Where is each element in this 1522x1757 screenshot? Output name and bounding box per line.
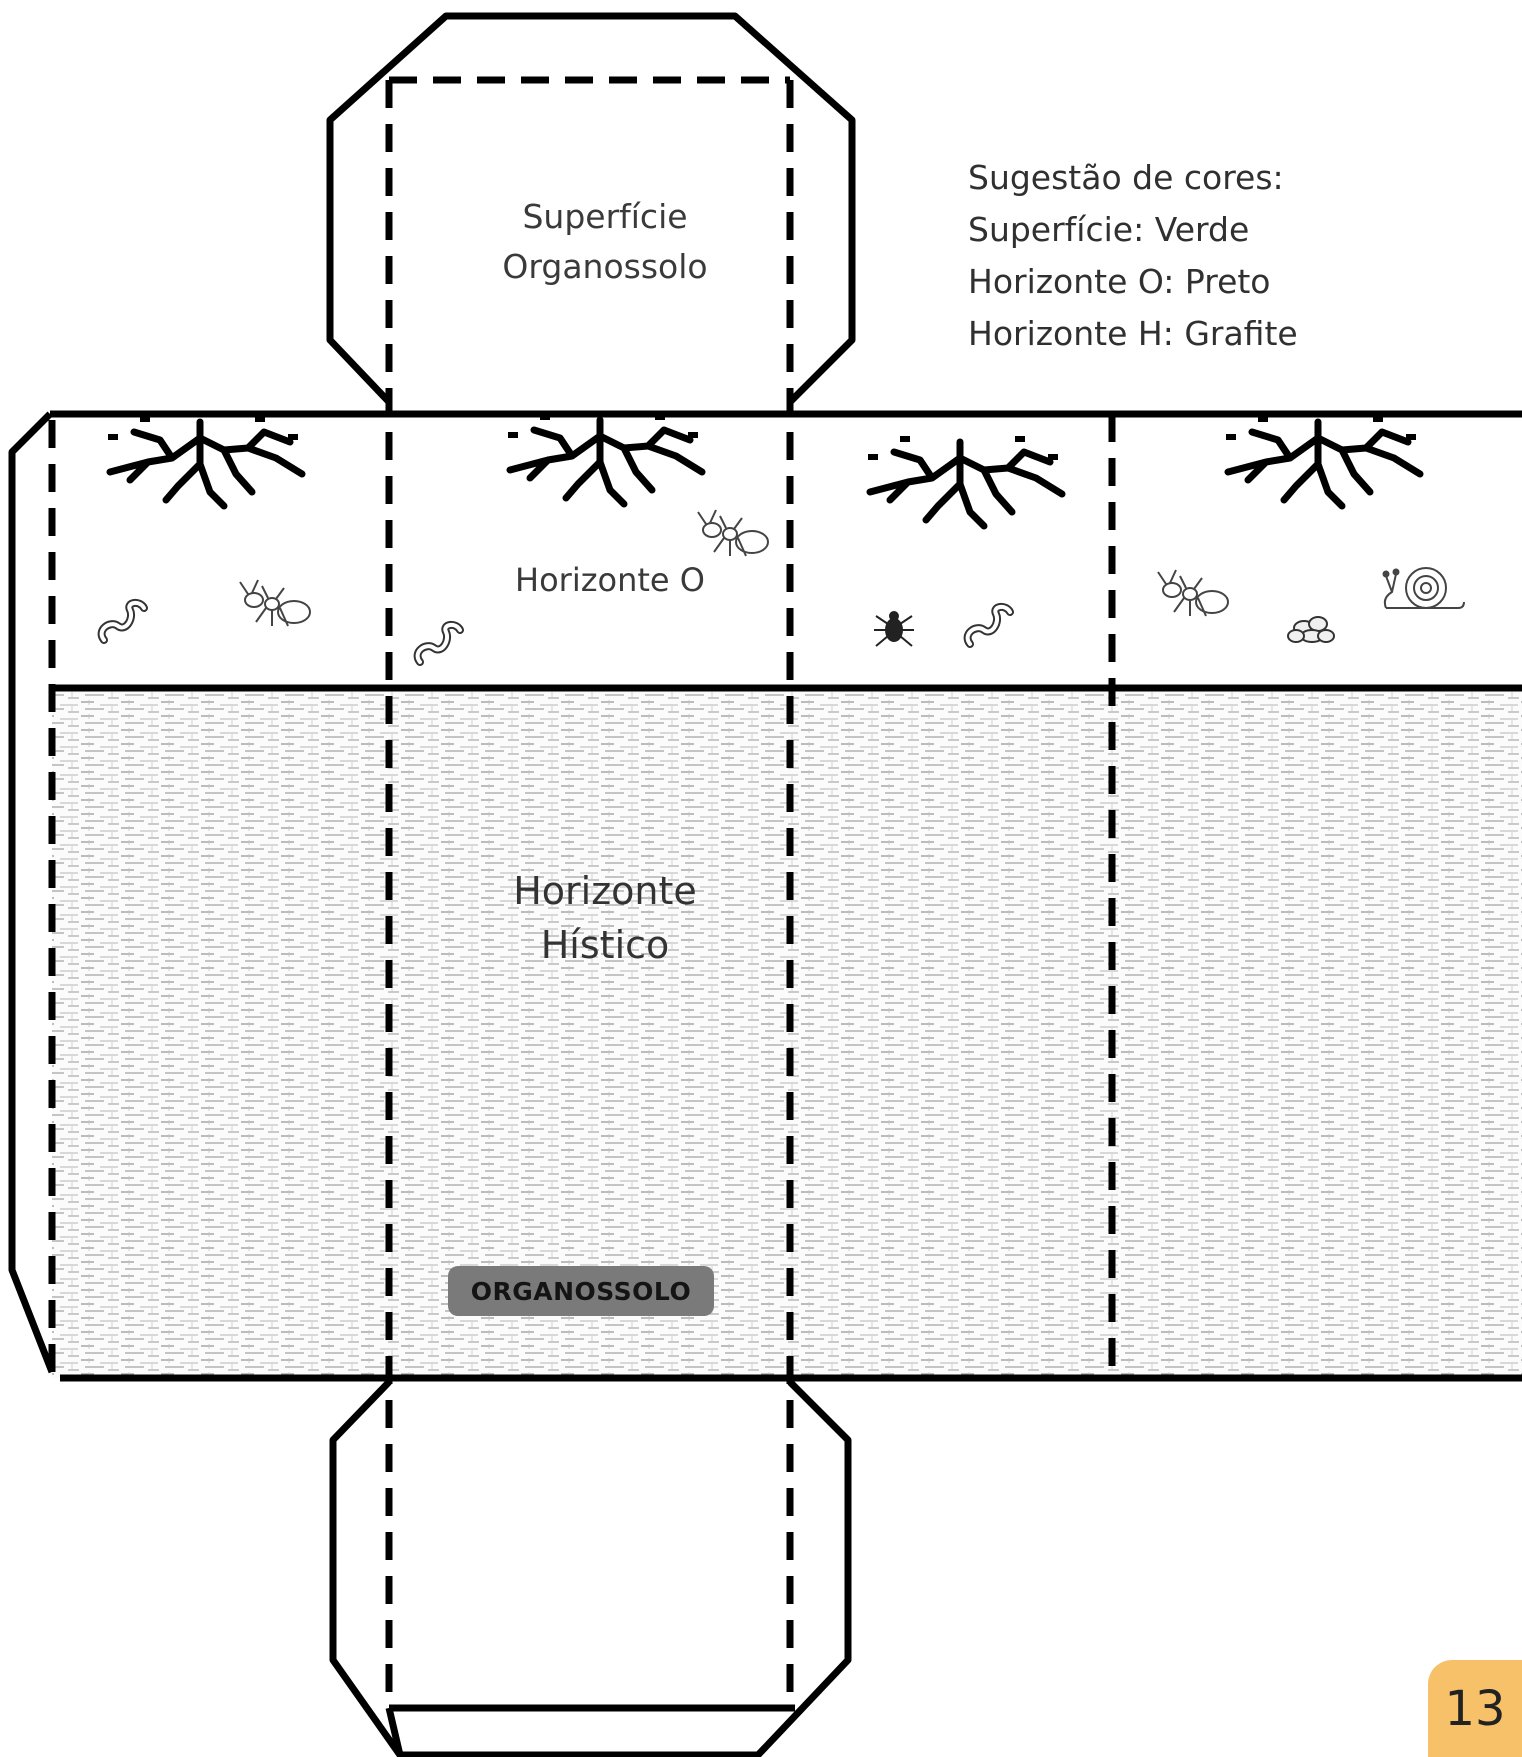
color-suggestions-title: Sugestão de cores: [968,158,1284,197]
ant-icon [1157,569,1229,617]
root-icon [1226,416,1420,506]
histic-line1: Horizonte [513,869,697,913]
worm-icon [102,603,144,640]
horizon-o-label: Horizonte O [515,561,705,599]
worm-icon [418,625,460,662]
ant-icon [697,509,769,557]
histic-horizon-label: Horizonte Hístico [440,868,770,975]
snail-icon [1382,567,1465,609]
top-face-line2: Organossolo [502,247,708,287]
color-suggestions: Sugestão de cores: Superfície: Verde Hor… [968,152,1298,360]
pebble-icon [1287,616,1335,643]
root-icon [508,414,702,504]
tick-icon [873,611,915,647]
worm-icon [968,607,1010,644]
left-glue-flap [8,411,56,1374]
ant-icon [239,579,311,627]
color-suggestion-item: Horizonte O: Preto [968,262,1271,301]
soil-type-badge: ORGANOSSOLO [448,1266,714,1316]
fold-lines [48,76,1116,1708]
root-icon [868,436,1062,526]
page-number: 13 [1428,1660,1522,1757]
histic-line2: Hístico [540,922,670,967]
top-face-label: Superfície Organossolo [400,196,810,297]
top-lid-outline [326,12,856,405]
root-icon [108,416,302,506]
color-suggestion-item: Superfície: Verde [968,210,1250,249]
bottom-lid-outline [329,1379,852,1757]
color-suggestion-item: Horizonte H: Grafite [968,314,1298,353]
top-face-line1: Superfície [522,197,688,236]
